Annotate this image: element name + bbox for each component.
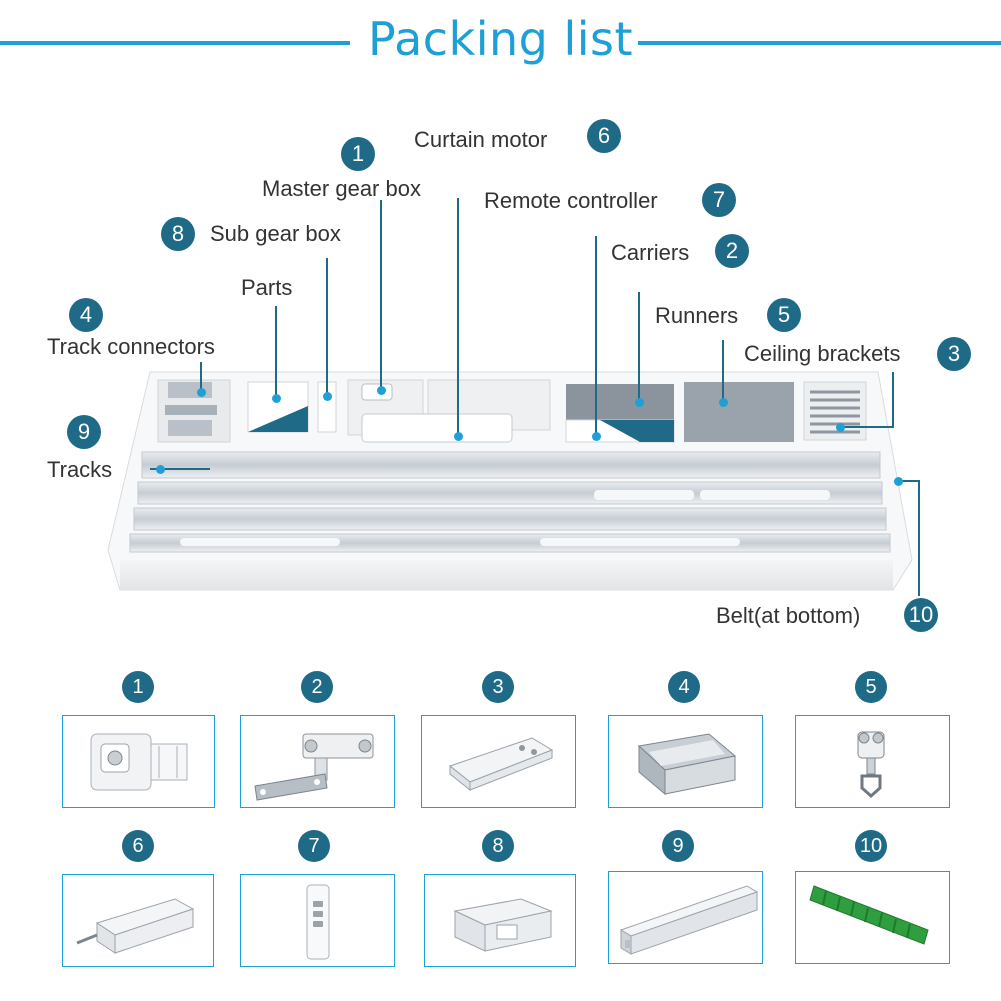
callout-badge-10: 10	[904, 598, 938, 632]
callout-label-belt: Belt(at bottom)	[716, 603, 861, 628]
callout-badge-9: 9	[67, 415, 101, 449]
title-rule-right	[638, 41, 1001, 45]
leader-curtain-motor	[457, 198, 459, 434]
dot-track-connectors	[197, 388, 206, 397]
dot-curtain-motor	[454, 432, 463, 441]
item-badge-5: 5	[855, 671, 887, 703]
dot-parts	[272, 394, 281, 403]
belt-icon	[809, 885, 929, 945]
item-tile-curtain-motor	[62, 874, 214, 967]
item-badge-4: 4	[668, 671, 700, 703]
dot-master-gear-box	[377, 386, 386, 395]
remote-controller-icon	[306, 884, 330, 960]
item-tile-carrier	[240, 715, 395, 808]
callout-badge-2: 2	[715, 234, 749, 268]
item-tile-sub-gear-box	[424, 874, 576, 967]
leader-ceiling-brackets-h	[840, 426, 894, 428]
dot-carriers	[635, 398, 644, 407]
item-tile-remote-controller	[240, 874, 395, 967]
leader-runners	[722, 340, 724, 400]
callout-label-remote-controller: Remote controller	[484, 188, 658, 213]
callout-badge-8: 8	[161, 217, 195, 251]
item-tile-ceiling-bracket	[421, 715, 576, 808]
dot-runners	[719, 398, 728, 407]
carrier-icon	[254, 733, 374, 801]
track-icon	[619, 885, 759, 955]
leader-ceiling-brackets	[892, 372, 894, 428]
dot-ceiling-brackets	[836, 423, 845, 432]
callout-label-sub-gear-box: Sub gear box	[210, 221, 341, 246]
leader-belt-v	[918, 480, 920, 596]
callout-badge-6: 6	[587, 119, 621, 153]
curtain-motor-icon	[76, 898, 195, 954]
leader-sub-gear-box	[326, 258, 328, 394]
item-tile-master-gear-box	[62, 715, 215, 808]
item-tile-track-connector	[608, 715, 763, 808]
dot-remote-controller	[592, 432, 601, 441]
leader-tracks	[150, 468, 210, 470]
master-gear-box-icon	[90, 733, 188, 791]
packing-box-illustration	[107, 371, 913, 591]
leader-track-connectors	[200, 362, 202, 390]
callout-badge-7: 7	[702, 183, 736, 217]
callout-badge-5: 5	[767, 298, 801, 332]
track-connector-icon	[637, 733, 737, 796]
item-badge-6: 6	[122, 830, 154, 862]
item-badge-3: 3	[482, 671, 514, 703]
callout-label-parts: Parts	[241, 275, 293, 300]
item-badge-8: 8	[482, 830, 514, 862]
item-tile-track	[608, 871, 763, 964]
ceiling-bracket-icon	[448, 737, 554, 792]
item-tile-belt	[795, 871, 950, 964]
callout-label-master-gear-box: Master gear box	[262, 176, 421, 201]
leader-carriers	[638, 292, 640, 400]
page-title: Packing list	[367, 12, 634, 66]
callout-label-track-connectors: Track connectors	[47, 334, 215, 359]
runner-icon	[857, 731, 885, 799]
item-badge-2: 2	[301, 671, 333, 703]
dot-sub-gear-box	[323, 392, 332, 401]
callout-label-tracks: Tracks	[47, 457, 113, 482]
callout-badge-1: 1	[341, 137, 375, 171]
callout-badge-3: 3	[937, 337, 971, 371]
callout-badge-4: 4	[69, 298, 103, 332]
item-badge-10: 10	[855, 830, 887, 862]
item-badge-7: 7	[298, 830, 330, 862]
title-rule-left	[0, 41, 350, 45]
sub-gear-box-icon	[453, 898, 553, 952]
callout-label-carriers: Carriers	[611, 240, 690, 265]
item-badge-9: 9	[662, 830, 694, 862]
leader-remote-controller	[595, 236, 597, 436]
dot-tracks	[156, 465, 165, 474]
leader-master-gear-box	[380, 200, 382, 388]
dot-belt	[894, 477, 903, 486]
callout-label-curtain-motor: Curtain motor	[414, 127, 548, 152]
leader-parts	[275, 306, 277, 396]
item-tile-runner	[795, 715, 950, 808]
leader-belt	[898, 480, 920, 482]
callout-label-ceiling-brackets: Ceiling brackets	[744, 341, 901, 366]
item-badge-1: 1	[122, 671, 154, 703]
callout-label-runners: Runners	[655, 303, 739, 328]
